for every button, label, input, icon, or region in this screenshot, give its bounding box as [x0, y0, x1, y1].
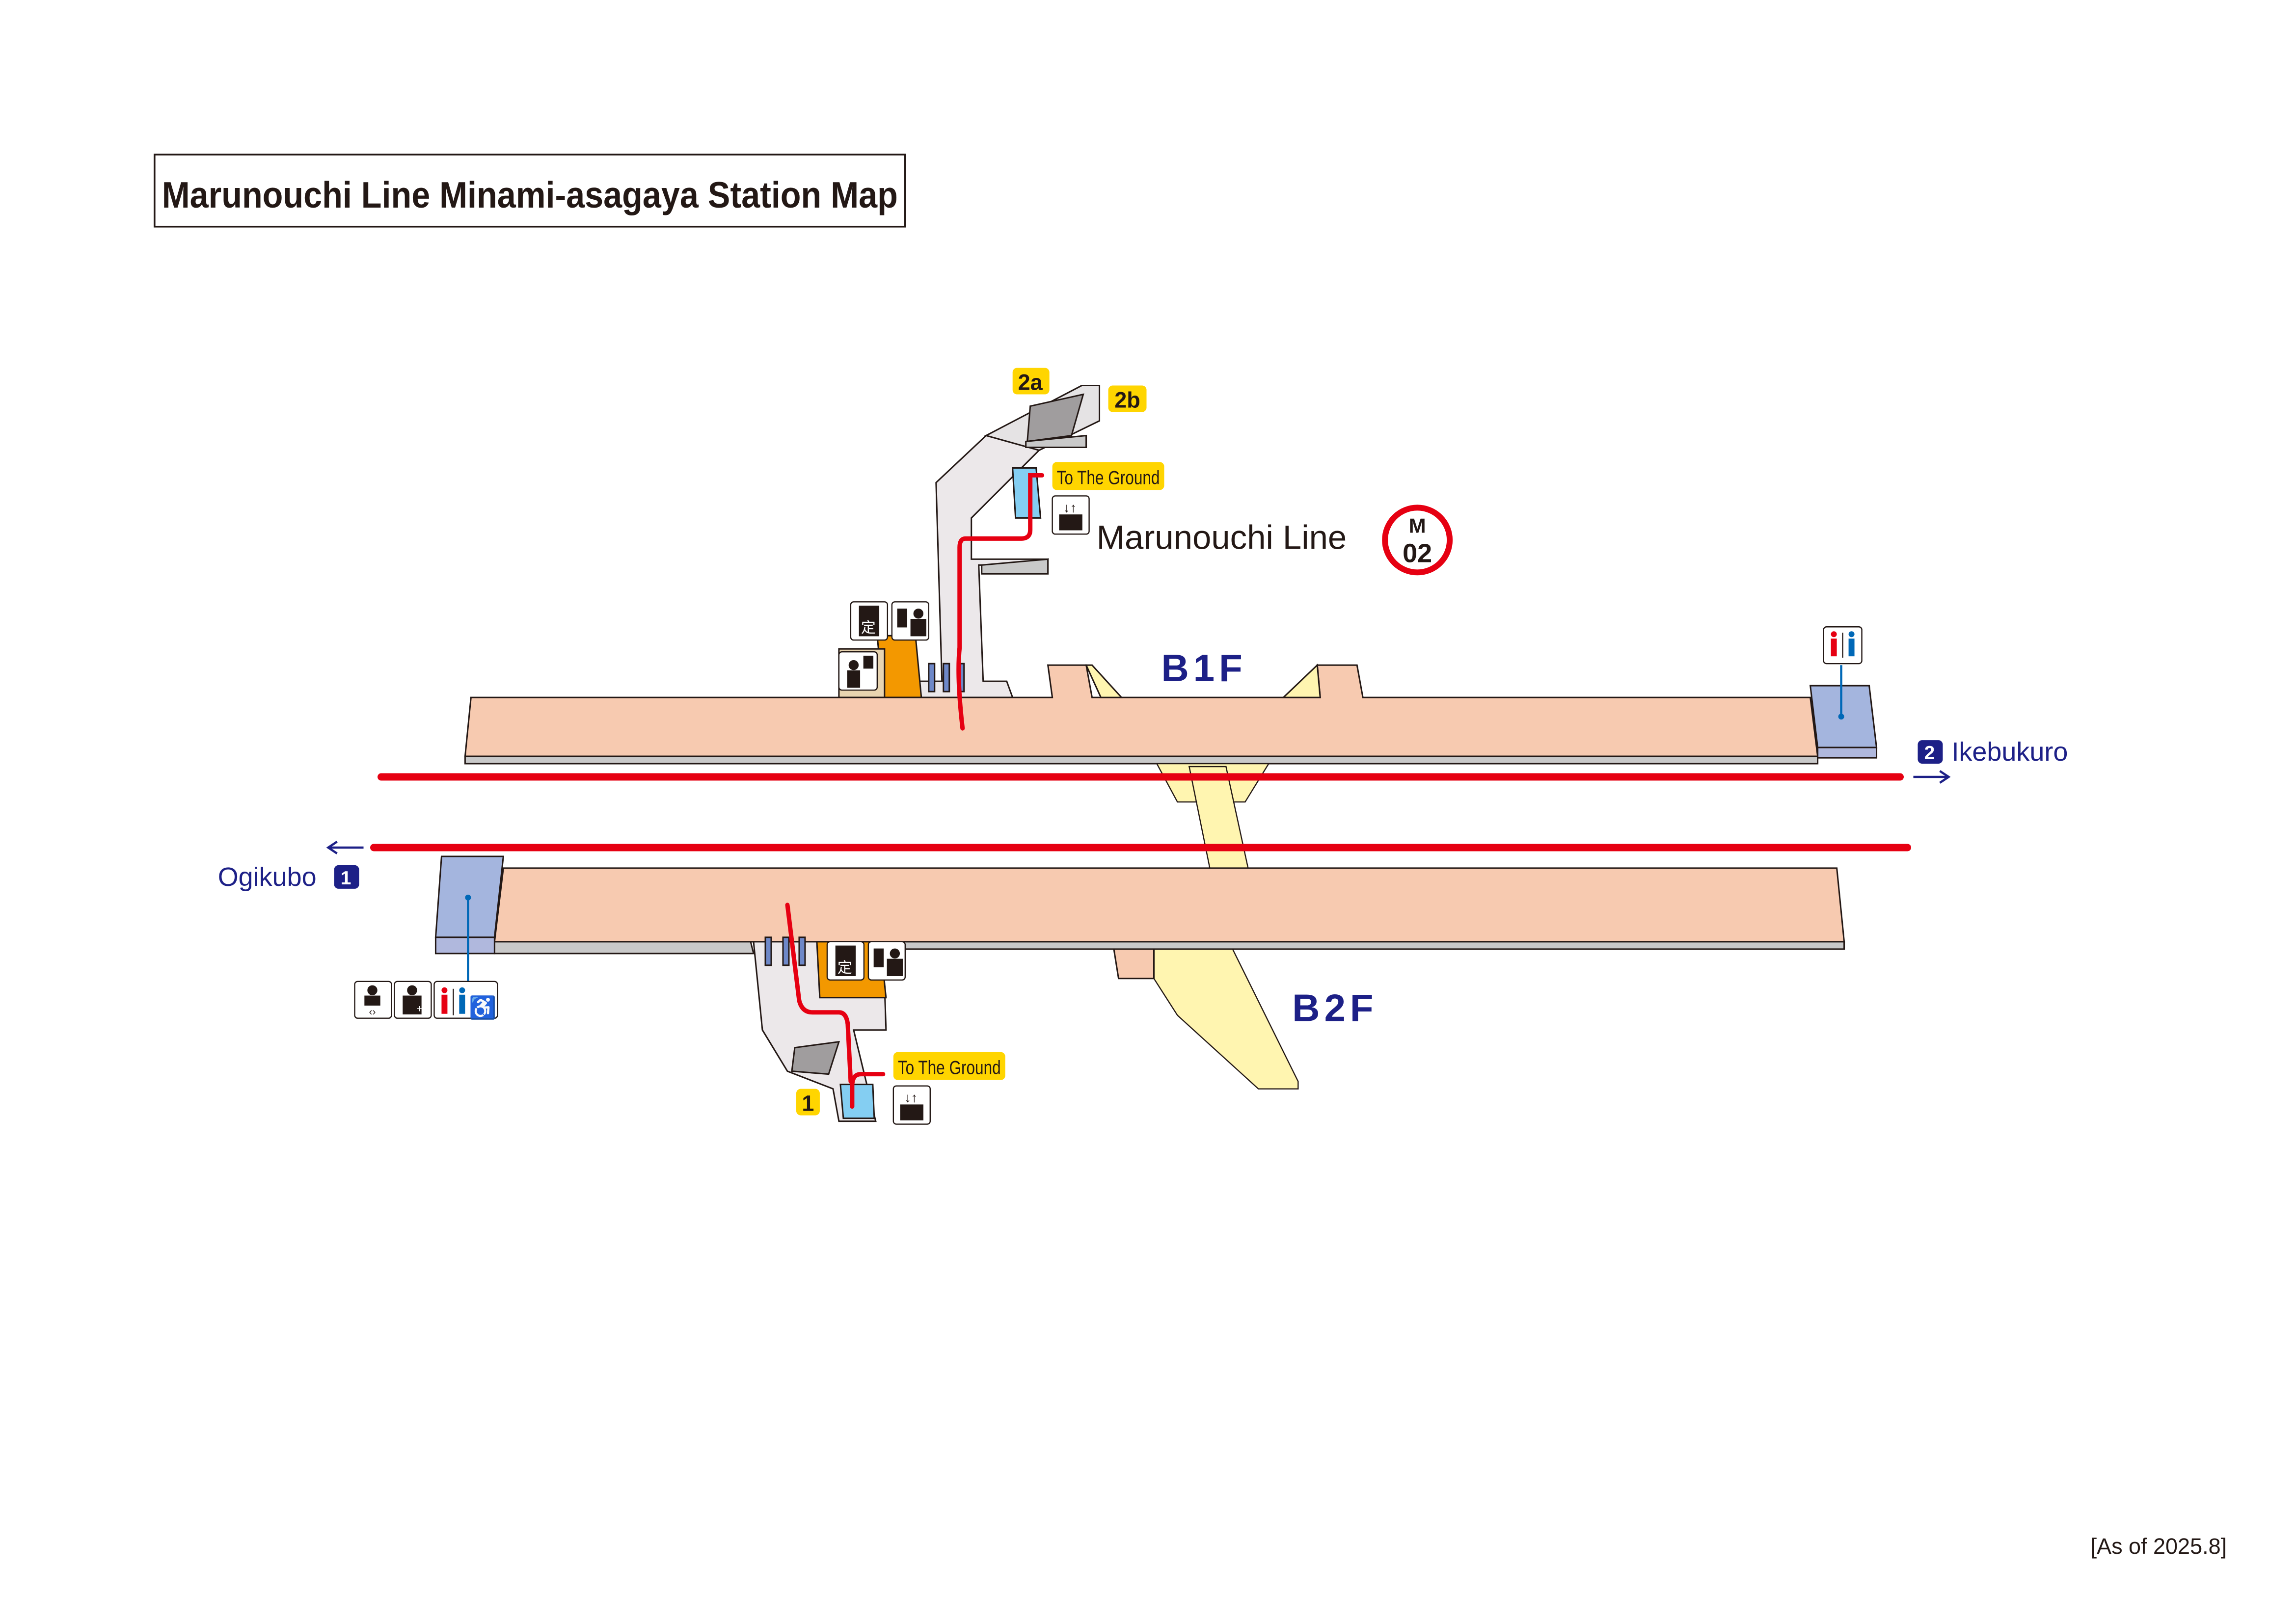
svg-text:M: M	[1409, 514, 1426, 537]
svg-text:♿: ♿	[469, 995, 496, 1020]
commuter-pass-machine-icon: 定	[826, 941, 865, 981]
arrow-right-icon	[1913, 770, 1951, 784]
svg-text:1: 1	[341, 868, 351, 889]
arrow-left-icon	[326, 841, 364, 854]
svg-text:↓↑: ↓↑	[904, 1091, 918, 1105]
ticket-office-icon	[867, 941, 906, 981]
ticket-office-icon	[891, 601, 929, 641]
svg-text:To The Ground: To The Ground	[898, 1058, 1001, 1079]
to-ground-label-lower: To The Ground	[893, 1052, 1005, 1080]
floor-label-b1: B1F	[1161, 646, 1246, 690]
line-name: Marunouchi Line	[1097, 518, 1347, 556]
b1-platform	[464, 663, 1878, 765]
as-of-date: [As of 2025.8]	[2091, 1534, 2227, 1559]
svg-text:1: 1	[802, 1091, 814, 1116]
b2-platform	[434, 855, 1845, 1122]
svg-text:2b: 2b	[1114, 388, 1140, 413]
svg-text:Ogikubo: Ogikubo	[218, 862, 317, 892]
title-box: Marunouchi Line Minami-asagaya Station M…	[153, 154, 906, 228]
b1-concourse	[838, 385, 1101, 698]
svg-text:定: 定	[837, 960, 852, 976]
exit-2a[interactable]: 2a	[1012, 368, 1050, 395]
svg-text:+: +	[416, 1004, 422, 1015]
page-title: Marunouchi Line Minami-asagaya Station M…	[162, 174, 898, 215]
exit-1[interactable]: 1	[796, 1089, 820, 1116]
accessible-route-b1	[956, 473, 1045, 731]
wheelchair-icon: ♿	[469, 995, 496, 1020]
elevator-icon: ↓↑	[1052, 495, 1090, 535]
svg-text:↓↑: ↓↑	[1063, 500, 1077, 515]
toilet-icon	[433, 981, 498, 1019]
direction-ogikubo: Ogikubo 1	[218, 841, 364, 892]
floor-label-b2: B2F	[1292, 986, 1378, 1030]
toilet-icon	[1823, 626, 1863, 665]
to-ground-label-upper: To The Ground	[1052, 462, 1164, 490]
accessible-route-b2	[785, 903, 886, 1109]
svg-text:2a: 2a	[1018, 370, 1043, 395]
ostomate-icon: +	[394, 981, 432, 1019]
svg-text:2: 2	[1924, 743, 1935, 764]
direction-ikebukuro: 2 Ikebukuro	[1913, 737, 2068, 784]
svg-text:Ikebukuro: Ikebukuro	[1951, 737, 2068, 767]
lower-elevator	[839, 1084, 875, 1119]
baby-changing-icon: ‹›	[354, 981, 392, 1019]
exit-2b[interactable]: 2b	[1108, 385, 1147, 413]
svg-text:‹›: ‹›	[369, 1007, 376, 1018]
elevator-icon: ↓↑	[892, 1085, 931, 1125]
line-logo: M 02	[1382, 505, 1453, 576]
svg-text:定: 定	[861, 620, 876, 636]
svg-text:02: 02	[1403, 538, 1432, 568]
commuter-pass-machine-icon: 定	[850, 601, 889, 641]
station-staff-icon	[838, 651, 878, 691]
svg-text:To The Ground: To The Ground	[1057, 467, 1160, 488]
